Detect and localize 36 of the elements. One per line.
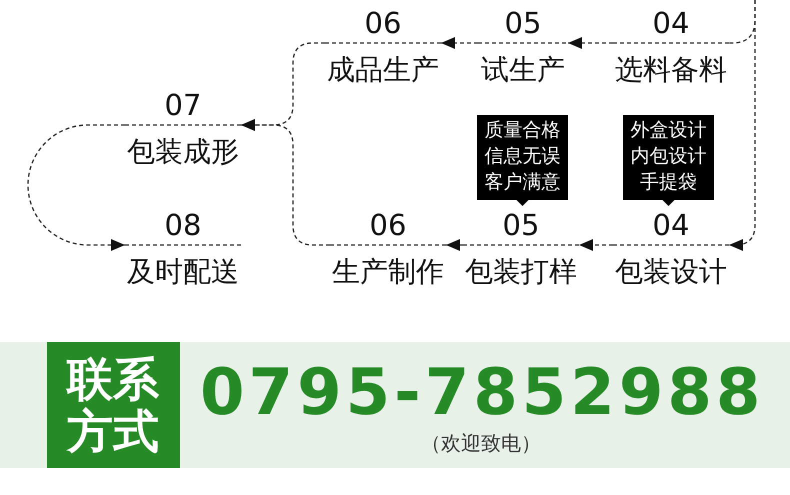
step-label: 试生产 <box>481 52 565 88</box>
step-label: 生产制作 <box>332 254 444 290</box>
phone-number: 0795-7852988 <box>200 358 764 428</box>
contact-box <box>47 342 180 468</box>
arrow <box>241 119 330 246</box>
callout-text: 信息无误 <box>484 144 560 169</box>
step-label: 包装打样 <box>465 254 577 290</box>
step-number: 08 <box>164 207 202 243</box>
step-number: 06 <box>370 207 406 243</box>
step-number: 04 <box>652 5 690 41</box>
step-number: 05 <box>504 5 542 41</box>
callout-text: 内包设计 <box>630 144 706 169</box>
step-label: 包装设计 <box>615 254 727 290</box>
arrow <box>579 239 613 251</box>
callout-text: 质量合格 <box>484 118 560 143</box>
step-number: 05 <box>502 207 540 243</box>
arrow <box>729 0 756 251</box>
step-number: 07 <box>164 87 202 123</box>
step-label: 选料备料 <box>615 52 727 88</box>
step-number: 06 <box>364 5 402 41</box>
arrow <box>446 239 463 251</box>
callout-bubble <box>477 115 568 206</box>
note-text: （欢迎致电） <box>421 430 541 456</box>
contact-heading: 联系方式 <box>65 353 160 457</box>
step-label: 成品生产 <box>327 52 439 88</box>
callout-text: 手提袋 <box>640 170 697 195</box>
arrow <box>568 37 613 49</box>
arrow <box>27 124 125 251</box>
step-label: 及时配送 <box>127 254 239 290</box>
step-number: 04 <box>652 207 690 243</box>
callout-text: 客户满意 <box>484 170 560 195</box>
callout-bubble <box>623 115 714 206</box>
arrow <box>441 37 478 49</box>
step-label: 包装成形 <box>127 134 239 170</box>
contact-band <box>0 342 790 468</box>
callout-text: 外盒设计 <box>630 118 706 143</box>
